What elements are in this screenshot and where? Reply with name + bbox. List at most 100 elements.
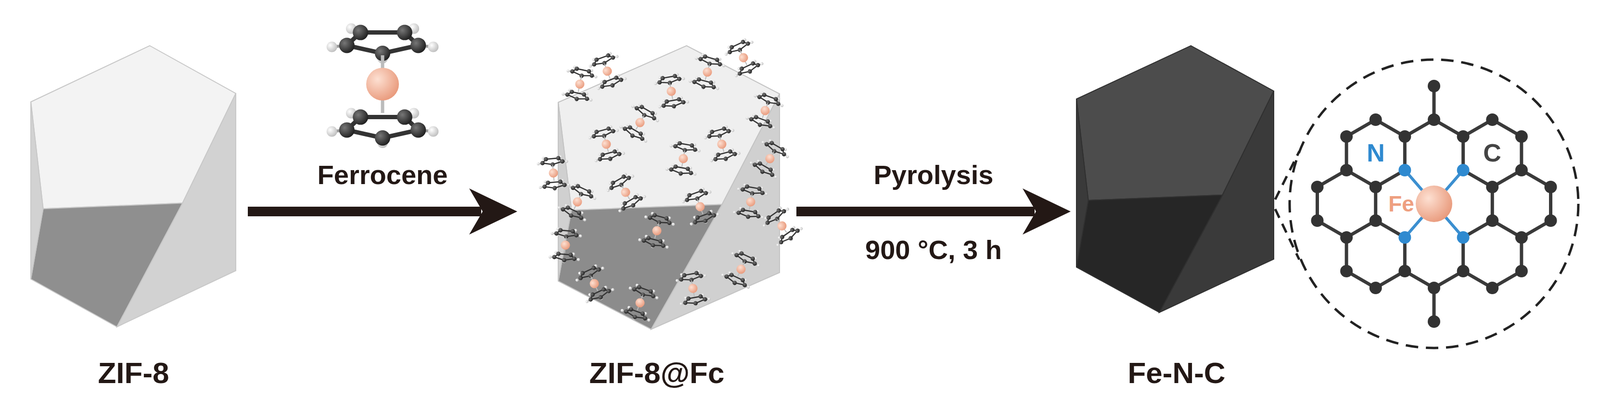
c-atom: [698, 188, 704, 194]
c-atom: [768, 140, 775, 146]
c-atom: [616, 151, 622, 157]
c-atom: [569, 68, 576, 75]
ferrocene-molecule: [687, 51, 728, 94]
c-atom: [645, 235, 652, 242]
h-atom: [585, 299, 589, 304]
c-atom: [676, 76, 682, 82]
c-atom: [689, 142, 695, 148]
h-atom: [588, 98, 593, 102]
h-atom: [675, 279, 679, 283]
lower-face: [1076, 195, 1223, 313]
c-atom: [1311, 214, 1324, 228]
c-atom: [702, 53, 708, 60]
h-atom: [720, 273, 725, 278]
c-atom: [1485, 281, 1499, 295]
c-atom: [723, 156, 729, 162]
h-atom: [734, 73, 739, 78]
process-arrow: [796, 188, 1071, 235]
c-atom: [552, 185, 558, 191]
c-atom: [1398, 130, 1411, 143]
c-atom: [694, 215, 701, 221]
h-atom: [697, 149, 701, 153]
h-atom: [654, 296, 659, 301]
c-atom: [613, 75, 619, 81]
arrow-head: [469, 188, 518, 235]
c-atom: [569, 89, 575, 95]
c-atom: [610, 128, 616, 134]
fe-atom: [366, 67, 399, 101]
h-atom: [681, 200, 686, 205]
c-atom: [664, 216, 670, 222]
arrow-shaft: [247, 206, 482, 217]
fe-atom: [560, 240, 571, 251]
ferrocene-molecule: [603, 169, 649, 217]
c-atom: [692, 219, 698, 225]
n-atom: [1398, 231, 1411, 244]
h-atom: [588, 136, 592, 141]
c-atom: [723, 273, 730, 280]
c-atom: [664, 99, 670, 104]
c-atom: [600, 152, 606, 158]
ferrocene-molecule: [652, 71, 691, 112]
fe-atom: [745, 196, 756, 208]
c-atom: [661, 103, 666, 109]
lower-face: [558, 204, 722, 330]
c-atom: [610, 54, 616, 61]
ferrocene-molecule: [548, 227, 583, 265]
c-atom: [1340, 130, 1353, 143]
h-atom: [617, 208, 622, 213]
h-atom: [561, 92, 565, 96]
h-atom: [588, 64, 593, 69]
c-atom: [1485, 214, 1499, 228]
h-atom: [550, 231, 554, 236]
c-atom: [374, 130, 391, 146]
c-atom: [605, 126, 612, 132]
c-atom: [631, 286, 637, 293]
c-atom: [794, 228, 801, 234]
c-atom: [601, 60, 607, 66]
h-atom: [615, 128, 620, 133]
c-atom: [605, 52, 611, 59]
atom-label: Fe: [1386, 192, 1416, 217]
c-atom: [753, 114, 759, 120]
c-atom: [742, 258, 748, 265]
process-arrow: [247, 188, 518, 235]
c-atom: [589, 73, 595, 79]
c-atom: [641, 112, 648, 118]
c-atom: [352, 25, 369, 41]
h-atom: [614, 54, 619, 59]
c-atom: [681, 272, 687, 278]
c-atom: [759, 190, 765, 196]
h-atom: [730, 128, 735, 133]
ferrocene-molecule: [586, 123, 627, 166]
c-atom: [650, 243, 656, 249]
c-atom: [396, 109, 413, 126]
c-atom: [755, 62, 761, 68]
h-atom: [600, 266, 605, 271]
h-atom: [638, 238, 642, 243]
c-atom: [657, 238, 664, 244]
c-atom: [1340, 231, 1353, 244]
ferrocene-molecule: [555, 179, 600, 225]
c-atom: [745, 214, 751, 220]
ferrocene-molecule: [536, 154, 571, 193]
c-atom: [560, 206, 566, 213]
h-atom: [760, 140, 765, 145]
c-atom: [716, 133, 723, 139]
c-atom: [740, 38, 746, 45]
c-atom: [575, 183, 581, 190]
c-atom: [759, 168, 766, 175]
h-atom: [628, 286, 633, 291]
c-atom: [632, 194, 639, 201]
c-atom: [589, 292, 596, 298]
c-atom: [630, 202, 637, 209]
c-atom: [676, 96, 682, 102]
c-atom: [761, 92, 767, 98]
zoom-leader: [1275, 151, 1300, 200]
c-atom: [744, 184, 750, 190]
h-atom: [538, 186, 543, 190]
ferrocene-molecule: [747, 136, 793, 183]
h-atom: [693, 172, 697, 177]
c-atom: [578, 191, 585, 198]
c-atom: [703, 190, 709, 196]
